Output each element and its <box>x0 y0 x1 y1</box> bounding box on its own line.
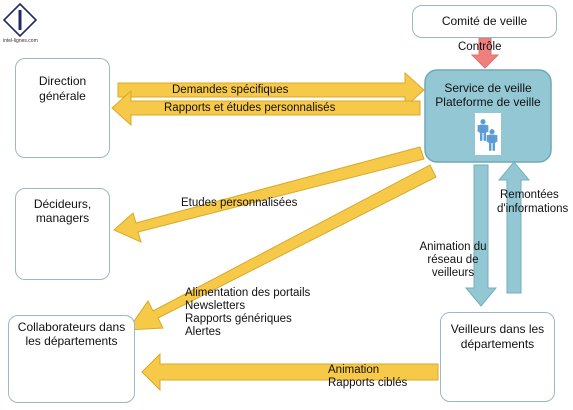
alimentation-arrow <box>127 164 437 331</box>
animation-reseau-line3: veilleurs <box>431 267 475 279</box>
veilleurs-line1: Veilleurs dans les <box>450 322 545 336</box>
animation-reseau-arrow <box>464 164 498 307</box>
remontees-line2: d'informations <box>497 203 569 215</box>
decideurs-line2: managers <box>35 211 90 225</box>
control-arrow <box>470 37 500 69</box>
rapports-arrow <box>111 89 421 127</box>
collaborateurs-line2: les départements <box>25 334 118 348</box>
logo-icon <box>2 2 38 38</box>
control-label: Contrôle <box>458 41 502 53</box>
logo-caption: intel-lignes.com <box>3 38 38 44</box>
remontees-arrow <box>497 161 531 294</box>
demandes-arrow <box>117 71 425 109</box>
direction-box: Direction générale <box>15 58 110 158</box>
animation-cible-line2: Rapports ciblés <box>328 377 408 389</box>
comite-label: Comité de veille <box>441 14 528 28</box>
veilleurs-box: Veilleurs dans les départements <box>440 312 555 402</box>
etudes-arrow <box>113 146 425 243</box>
people-icon <box>475 113 501 155</box>
animation-reseau-line2: réseau de <box>427 254 479 266</box>
direction-line1: Direction <box>38 74 87 88</box>
collaborateurs-box: Collaborateurs dans les départements <box>8 315 135 403</box>
comite-box: Comité de veille <box>412 5 557 38</box>
service-line1: Service de veille <box>444 81 532 95</box>
demandes-label: Demandes spécifiques <box>172 84 289 96</box>
alimentation-line1: Alimentation des portails <box>185 287 311 299</box>
alimentation-line4: Alertes <box>185 326 221 338</box>
veilleurs-line2: départements <box>460 337 535 351</box>
etudes-label: Etudes personnalisées <box>181 197 298 209</box>
decideurs-box: Décideurs, managers <box>15 188 110 280</box>
animation-reseau-line1: Animation du <box>419 241 487 253</box>
remontees-line1: Remontées <box>500 189 559 201</box>
decideurs-line1: Décideurs, <box>33 197 92 211</box>
collaborateurs-line1: Collaborateurs dans <box>17 320 126 334</box>
rapports-label: Rapports et études personnalisés <box>164 102 336 114</box>
service-line2: Plateforme de veille <box>435 95 541 109</box>
direction-line2: générale <box>39 89 86 103</box>
alimentation-line2: Newsletters <box>185 300 246 312</box>
animation-cible-arrow <box>141 352 439 392</box>
animation-cible-line1: Animation <box>328 364 380 376</box>
alimentation-line3: Rapports génériques <box>185 313 292 325</box>
